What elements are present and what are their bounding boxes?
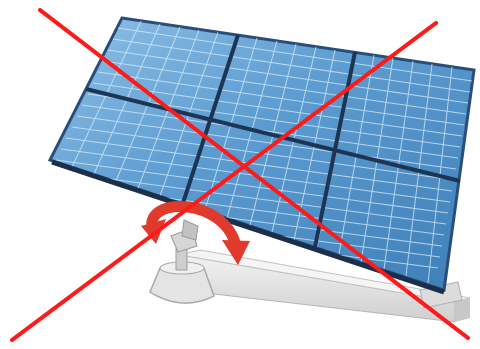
solar-panel [31,18,474,292]
